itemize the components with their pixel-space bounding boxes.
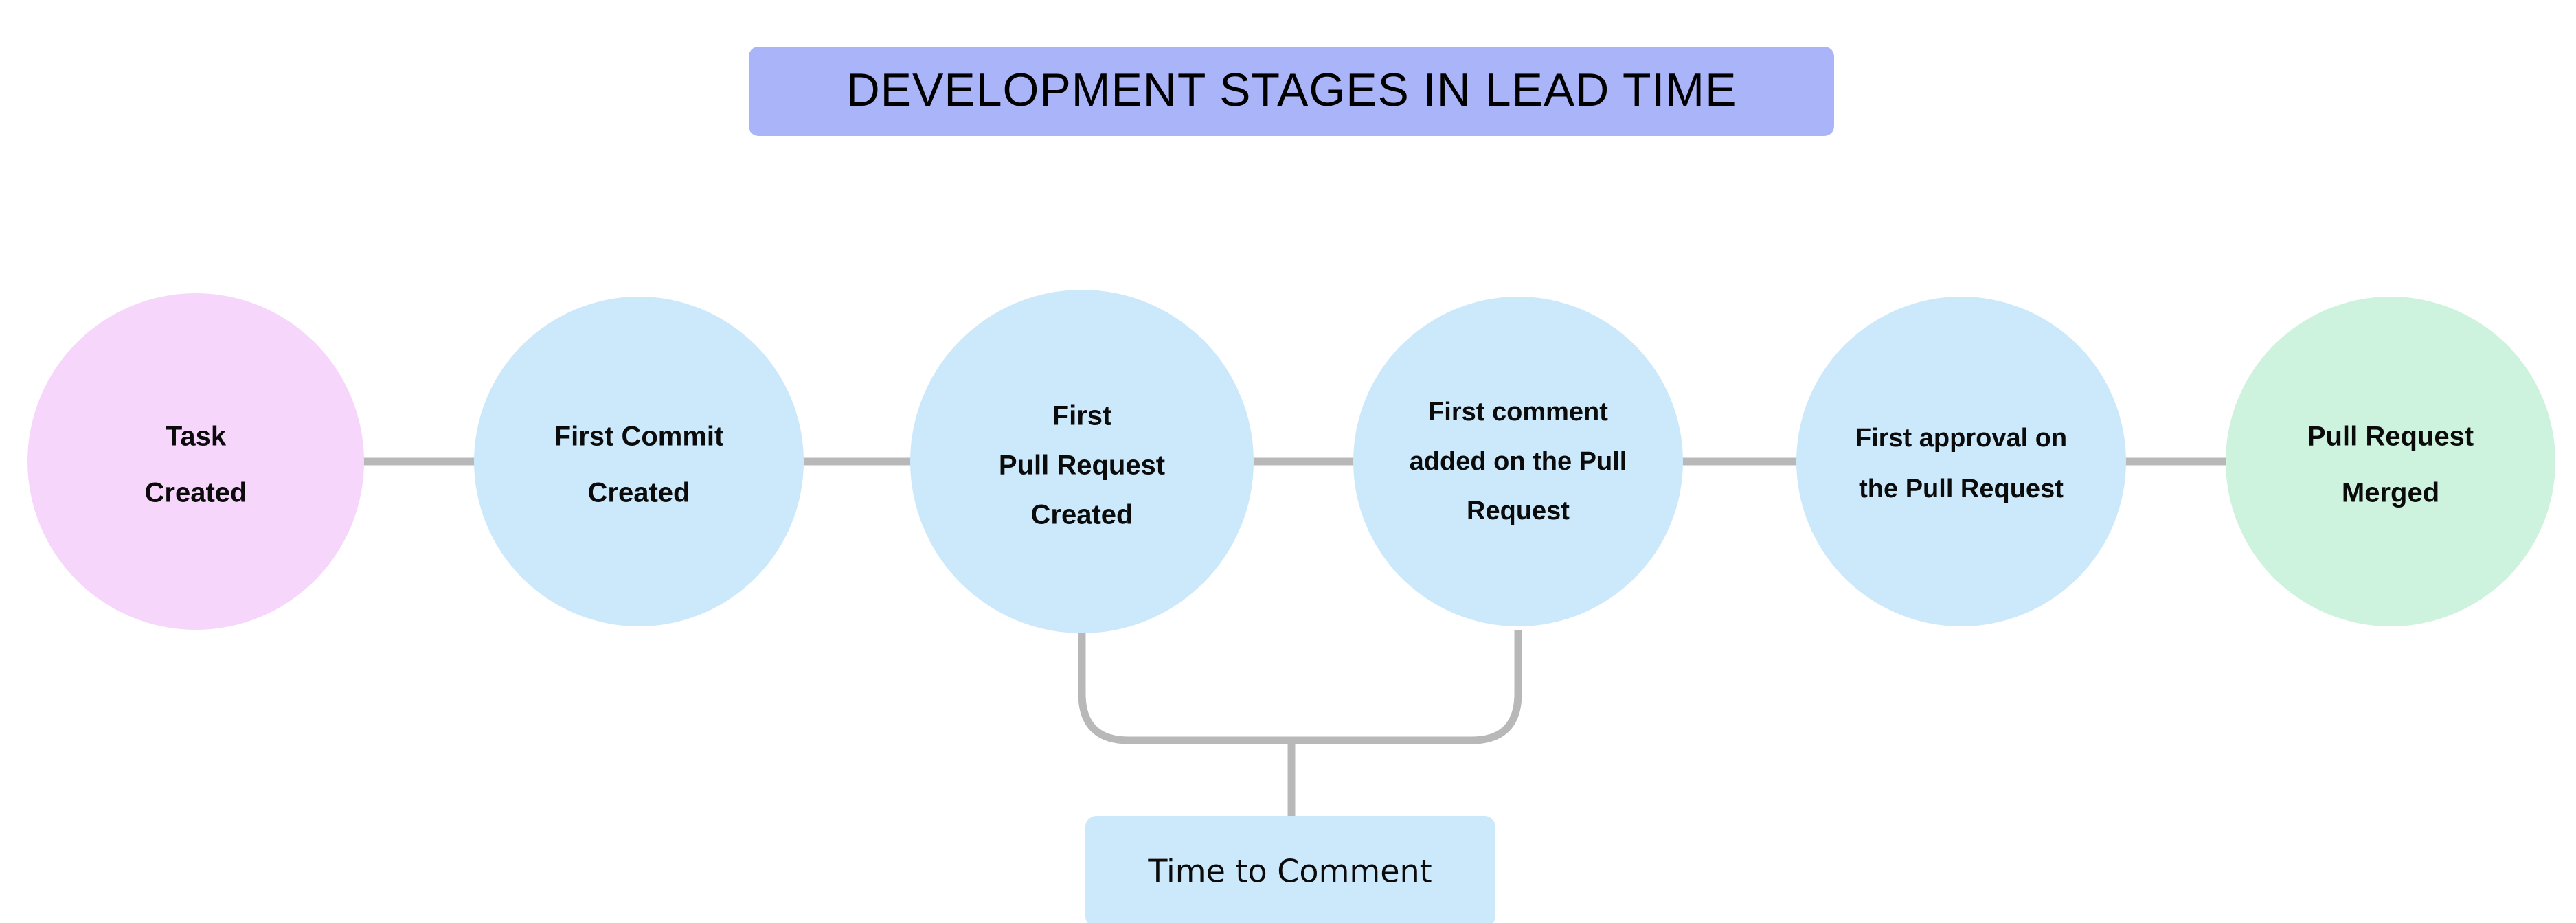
node-task-created-label-line-1: Task: [166, 422, 227, 452]
node-first-pull-request-created-label-line-2: Pull Request: [999, 451, 1165, 481]
node-first-commit-created-label-line-1: First Commit: [554, 422, 724, 452]
node-pull-request-merged-circle[interactable]: [2226, 297, 2555, 626]
node-task-created[interactable]: Task Created: [27, 293, 364, 630]
time-to-comment-bracket: [1078, 630, 1522, 819]
node-task-created-circle[interactable]: [27, 293, 364, 630]
node-first-approval-circle[interactable]: [1796, 297, 2126, 626]
node-first-comment-added-circle[interactable]: [1353, 297, 1683, 626]
node-first-approval-label-line-1: First approval on: [1855, 424, 2067, 453]
title-banner-background: [749, 47, 1834, 136]
node-first-comment-added-label-line-3: Request: [1467, 497, 1570, 525]
node-first-commit-created-circle[interactable]: [474, 297, 804, 626]
node-pull-request-merged-label-line-2: Merged: [2342, 478, 2439, 508]
node-task-created-label-line-2: Created: [145, 478, 247, 508]
node-first-comment-added-on-the-pull-request[interactable]: First comment added on the Pull Request: [1353, 297, 1683, 626]
node-first-pull-request-created-label-line-1: First: [1052, 401, 1112, 431]
node-first-commit-created-label-line-2: Created: [588, 478, 690, 508]
node-first-pull-request-created[interactable]: First Pull Request Created: [910, 290, 1254, 633]
page-title: DEVELOPMENT STAGES IN LEAD TIME: [846, 64, 1737, 116]
node-first-commit-created[interactable]: First Commit Created: [474, 297, 804, 626]
node-first-comment-added-label-line-1: First comment: [1428, 398, 1608, 426]
time-to-comment-box[interactable]: [1085, 816, 1495, 923]
title-banner: DEVELOPMENT STAGES IN LEAD TIME: [749, 47, 1834, 136]
node-first-comment-added-label-line-2: added on the Pull: [1410, 447, 1627, 476]
node-first-pull-request-created-label-line-3: Created: [1031, 500, 1133, 530]
node-first-pull-request-created-circle[interactable]: [910, 290, 1254, 633]
node-first-approval-label-line-2: the Pull Request: [1859, 475, 2064, 503]
bracket-span-path: [1078, 630, 1522, 744]
node-pull-request-merged-label-line-1: Pull Request: [2307, 422, 2474, 452]
node-pull-request-merged[interactable]: Pull Request Merged: [2226, 297, 2555, 626]
node-first-approval-on-the-pull-request[interactable]: First approval on the Pull Request: [1796, 297, 2126, 626]
time-to-comment-annotation[interactable]: Time to Comment: [1085, 816, 1495, 923]
time-to-comment-label: Time to Comment: [1147, 853, 1432, 890]
